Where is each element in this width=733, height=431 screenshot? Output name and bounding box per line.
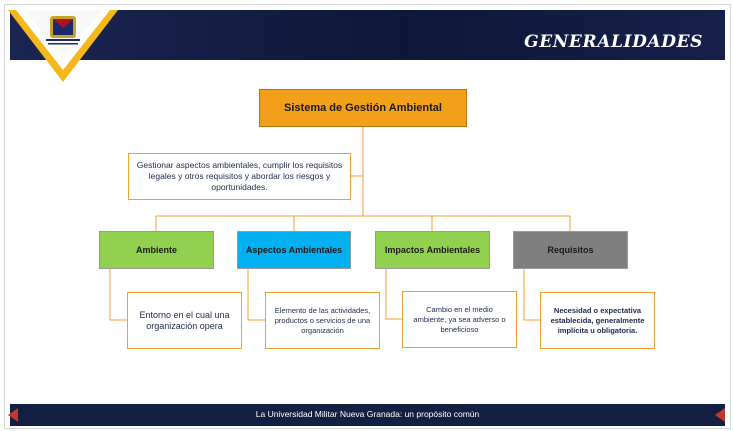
intro-box: Gestionar aspectos ambientales, cumplir …: [128, 153, 351, 200]
description-requisitos: Necesidad o expectativa establecida, gen…: [540, 292, 655, 349]
description-ambiente: Entorno en el cual una organización oper…: [127, 292, 242, 349]
category-requisitos: Requisitos: [513, 231, 628, 269]
footer-tagline: La Universidad Militar Nueva Granada: un…: [255, 409, 480, 419]
header-bar: GENERALIDADES: [10, 10, 725, 60]
category-impactos-ambientales: Impactos Ambientales: [375, 231, 490, 269]
slide-frame: [4, 4, 731, 429]
university-logo-icon: [8, 8, 118, 82]
category-ambiente: Ambiente: [99, 231, 214, 269]
next-slide-arrow-icon[interactable]: [715, 408, 725, 422]
page-title: GENERALIDADES: [524, 32, 703, 52]
footer-bar: La Universidad Militar Nueva Granada: un…: [10, 404, 725, 426]
root-node: Sistema de Gestión Ambiental: [259, 89, 467, 127]
category-aspectos-ambientales: Aspectos Ambientales: [237, 231, 351, 269]
description-impactos-ambientales: Cambio en el medio ambiente, ya sea adve…: [402, 291, 517, 348]
prev-slide-arrow-icon[interactable]: [8, 408, 18, 422]
description-aspectos-ambientales: Elemento de las actividades, productos o…: [265, 292, 380, 349]
